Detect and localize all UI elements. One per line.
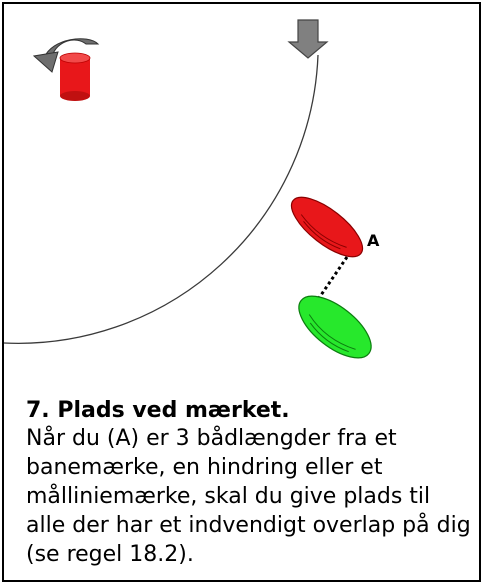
boat-b-hull (298, 295, 372, 359)
course-mark-icon (59, 52, 91, 101)
rule-title: 7. Plads ved mærket. (26, 398, 290, 423)
overlap-line (317, 256, 349, 299)
boat-a-hull (290, 196, 364, 258)
rule-description: Når du (A) er 3 bådlængder fra et banemæ… (26, 426, 471, 567)
rounding-direction-arrow-icon (32, 38, 100, 73)
rule-caption: 7. Plads ved mærket. Når du (A) er 3 båd… (26, 398, 471, 569)
zone-circle-arc (3, 54, 319, 344)
rule-diagram: A (3, 19, 380, 359)
wind-arrow-icon (287, 19, 329, 59)
boat-a-label: A (367, 231, 380, 250)
